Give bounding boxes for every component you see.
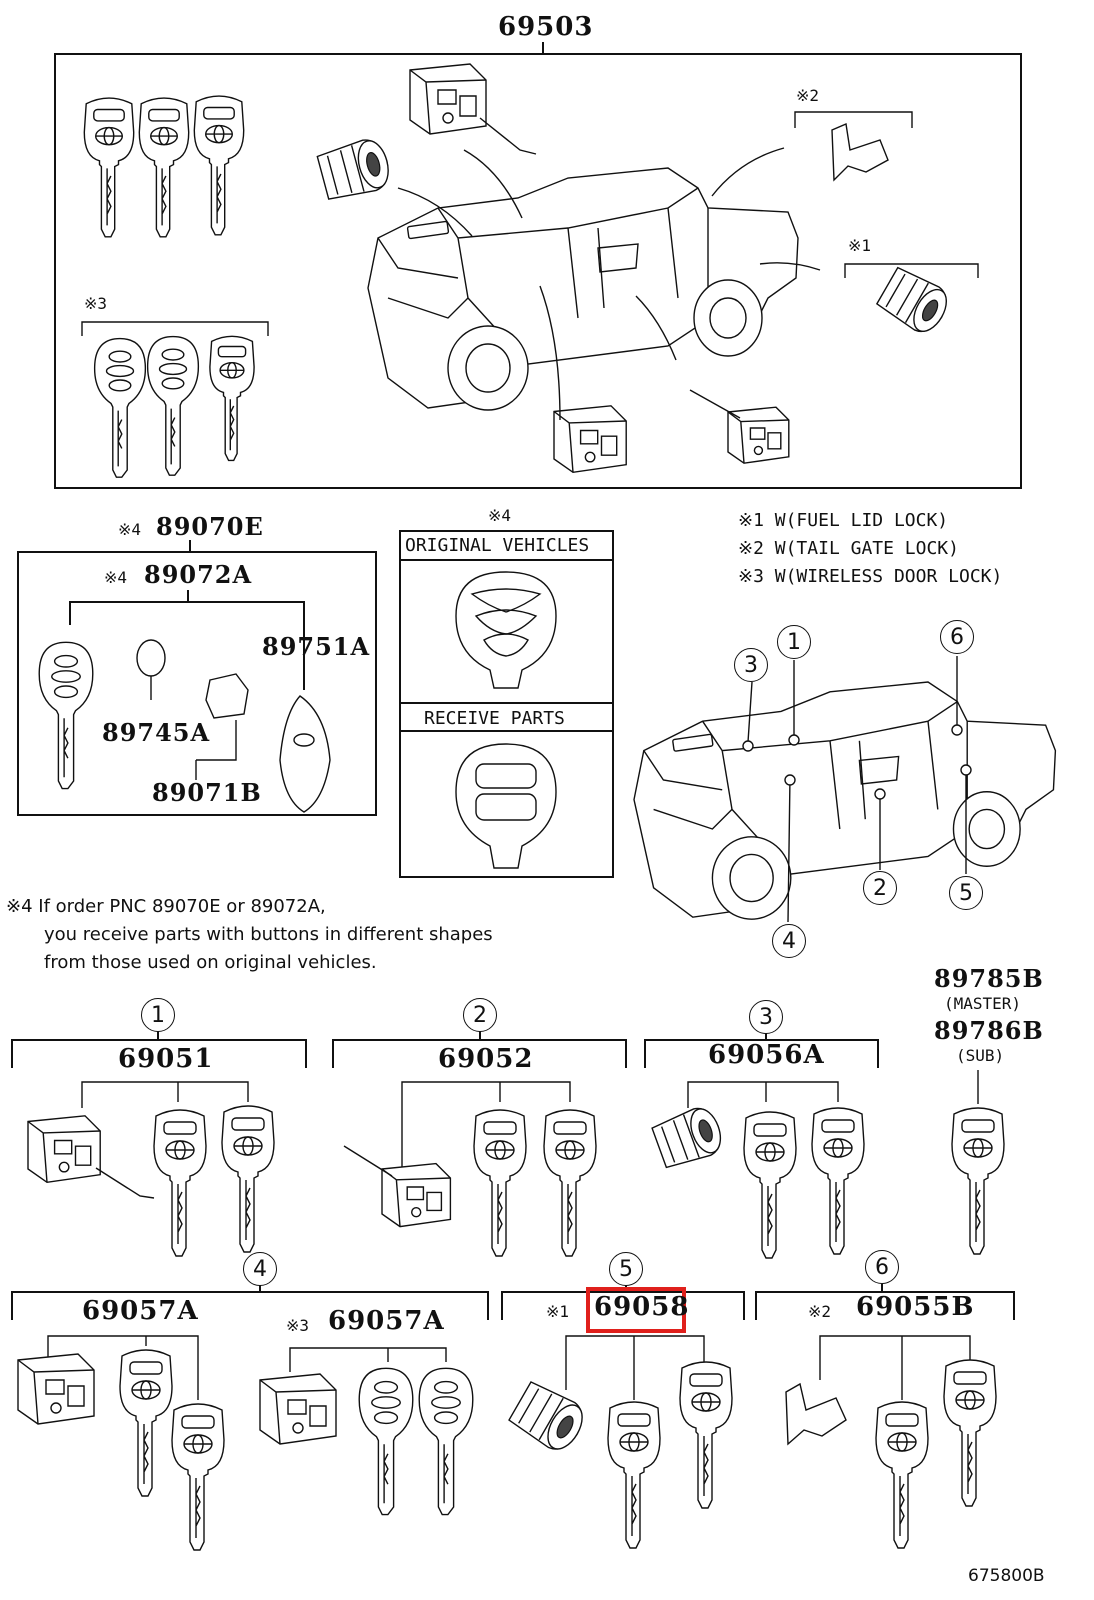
kit-4-circle: 4 — [243, 1252, 277, 1286]
master-key-tag: (MASTER) — [944, 994, 1022, 1013]
cover-part: 89751A — [262, 632, 371, 661]
location-circle-6: 6 — [940, 620, 974, 654]
notice-line-3: from those used on original vehicles. — [44, 952, 377, 973]
location-circle-5: 5 — [949, 876, 983, 910]
note-wireless: ※3 W(WIRELESS DOOR LOCK) — [738, 566, 1003, 587]
key-assembly-frame — [18, 540, 376, 815]
kit-1-circle: 1 — [141, 998, 175, 1032]
wireless-ref: ※3 — [84, 294, 108, 313]
kit-4-wireless-ref: ※3 — [286, 1316, 310, 1335]
assembly-inner-part: 89072A — [144, 560, 253, 589]
tail-gate-ref: ※2 — [796, 86, 820, 105]
note-tail-gate: ※2 W(TAIL GATE LOCK) — [738, 538, 959, 559]
comparison-frame — [400, 531, 613, 877]
kit-2-circle: 2 — [463, 998, 497, 1032]
notice-line-1: ※4 If order PNC 89070E or 89072A, — [6, 896, 326, 917]
kit-3-part: 69056A — [708, 1040, 825, 1070]
master-key-part: 89785B — [934, 964, 1044, 993]
kit-6-ref: ※2 — [808, 1302, 832, 1321]
assembly-outer-part: 89070E — [156, 512, 264, 541]
drawing-number: 675800B — [968, 1566, 1045, 1586]
top-kit-frame — [55, 42, 1021, 488]
battery-part: 89745A — [102, 718, 211, 747]
kit-5-ref: ※1 — [546, 1302, 570, 1321]
comparison-ref: ※4 — [488, 506, 512, 525]
location-truck — [633, 656, 1057, 922]
location-circle-3: 3 — [734, 648, 768, 682]
sub-key-tag: (SUB) — [956, 1046, 1005, 1065]
kit-5-part: 69058 — [594, 1292, 690, 1322]
location-circle-4: 4 — [772, 924, 806, 958]
receive-parts-heading: RECEIVE PARTS — [424, 708, 565, 729]
kit-1-part: 69051 — [118, 1044, 214, 1074]
location-circle-2: 2 — [863, 871, 897, 905]
assembly-inner-ref: ※4 — [104, 568, 128, 587]
kit-6-circle: 6 — [865, 1250, 899, 1284]
kit-5-highlight — [586, 1287, 686, 1333]
top-kit-part-number: 69503 — [498, 12, 594, 42]
original-vehicles-heading: ORIGINAL VEHICLES — [405, 535, 590, 556]
kit-5-circle: 5 — [609, 1252, 643, 1286]
location-circle-1: 1 — [777, 625, 811, 659]
notice-line-2: you receive parts with buttons in differ… — [44, 924, 493, 945]
note-fuel-lid: ※1 W(FUEL LID LOCK) — [738, 510, 949, 531]
fuel-lid-ref: ※1 — [848, 236, 872, 255]
kit-4-part: 69057A — [82, 1296, 199, 1326]
assembly-outer-ref: ※4 — [118, 520, 142, 539]
kit-6-part: 69055B — [856, 1292, 975, 1322]
sub-key-part: 89786B — [934, 1016, 1044, 1045]
board-part: 89071B — [152, 778, 262, 807]
kit-2-part: 69052 — [438, 1044, 534, 1074]
kit-4-wireless-part: 69057A — [328, 1306, 445, 1336]
kit-3-circle: 3 — [749, 1000, 783, 1034]
